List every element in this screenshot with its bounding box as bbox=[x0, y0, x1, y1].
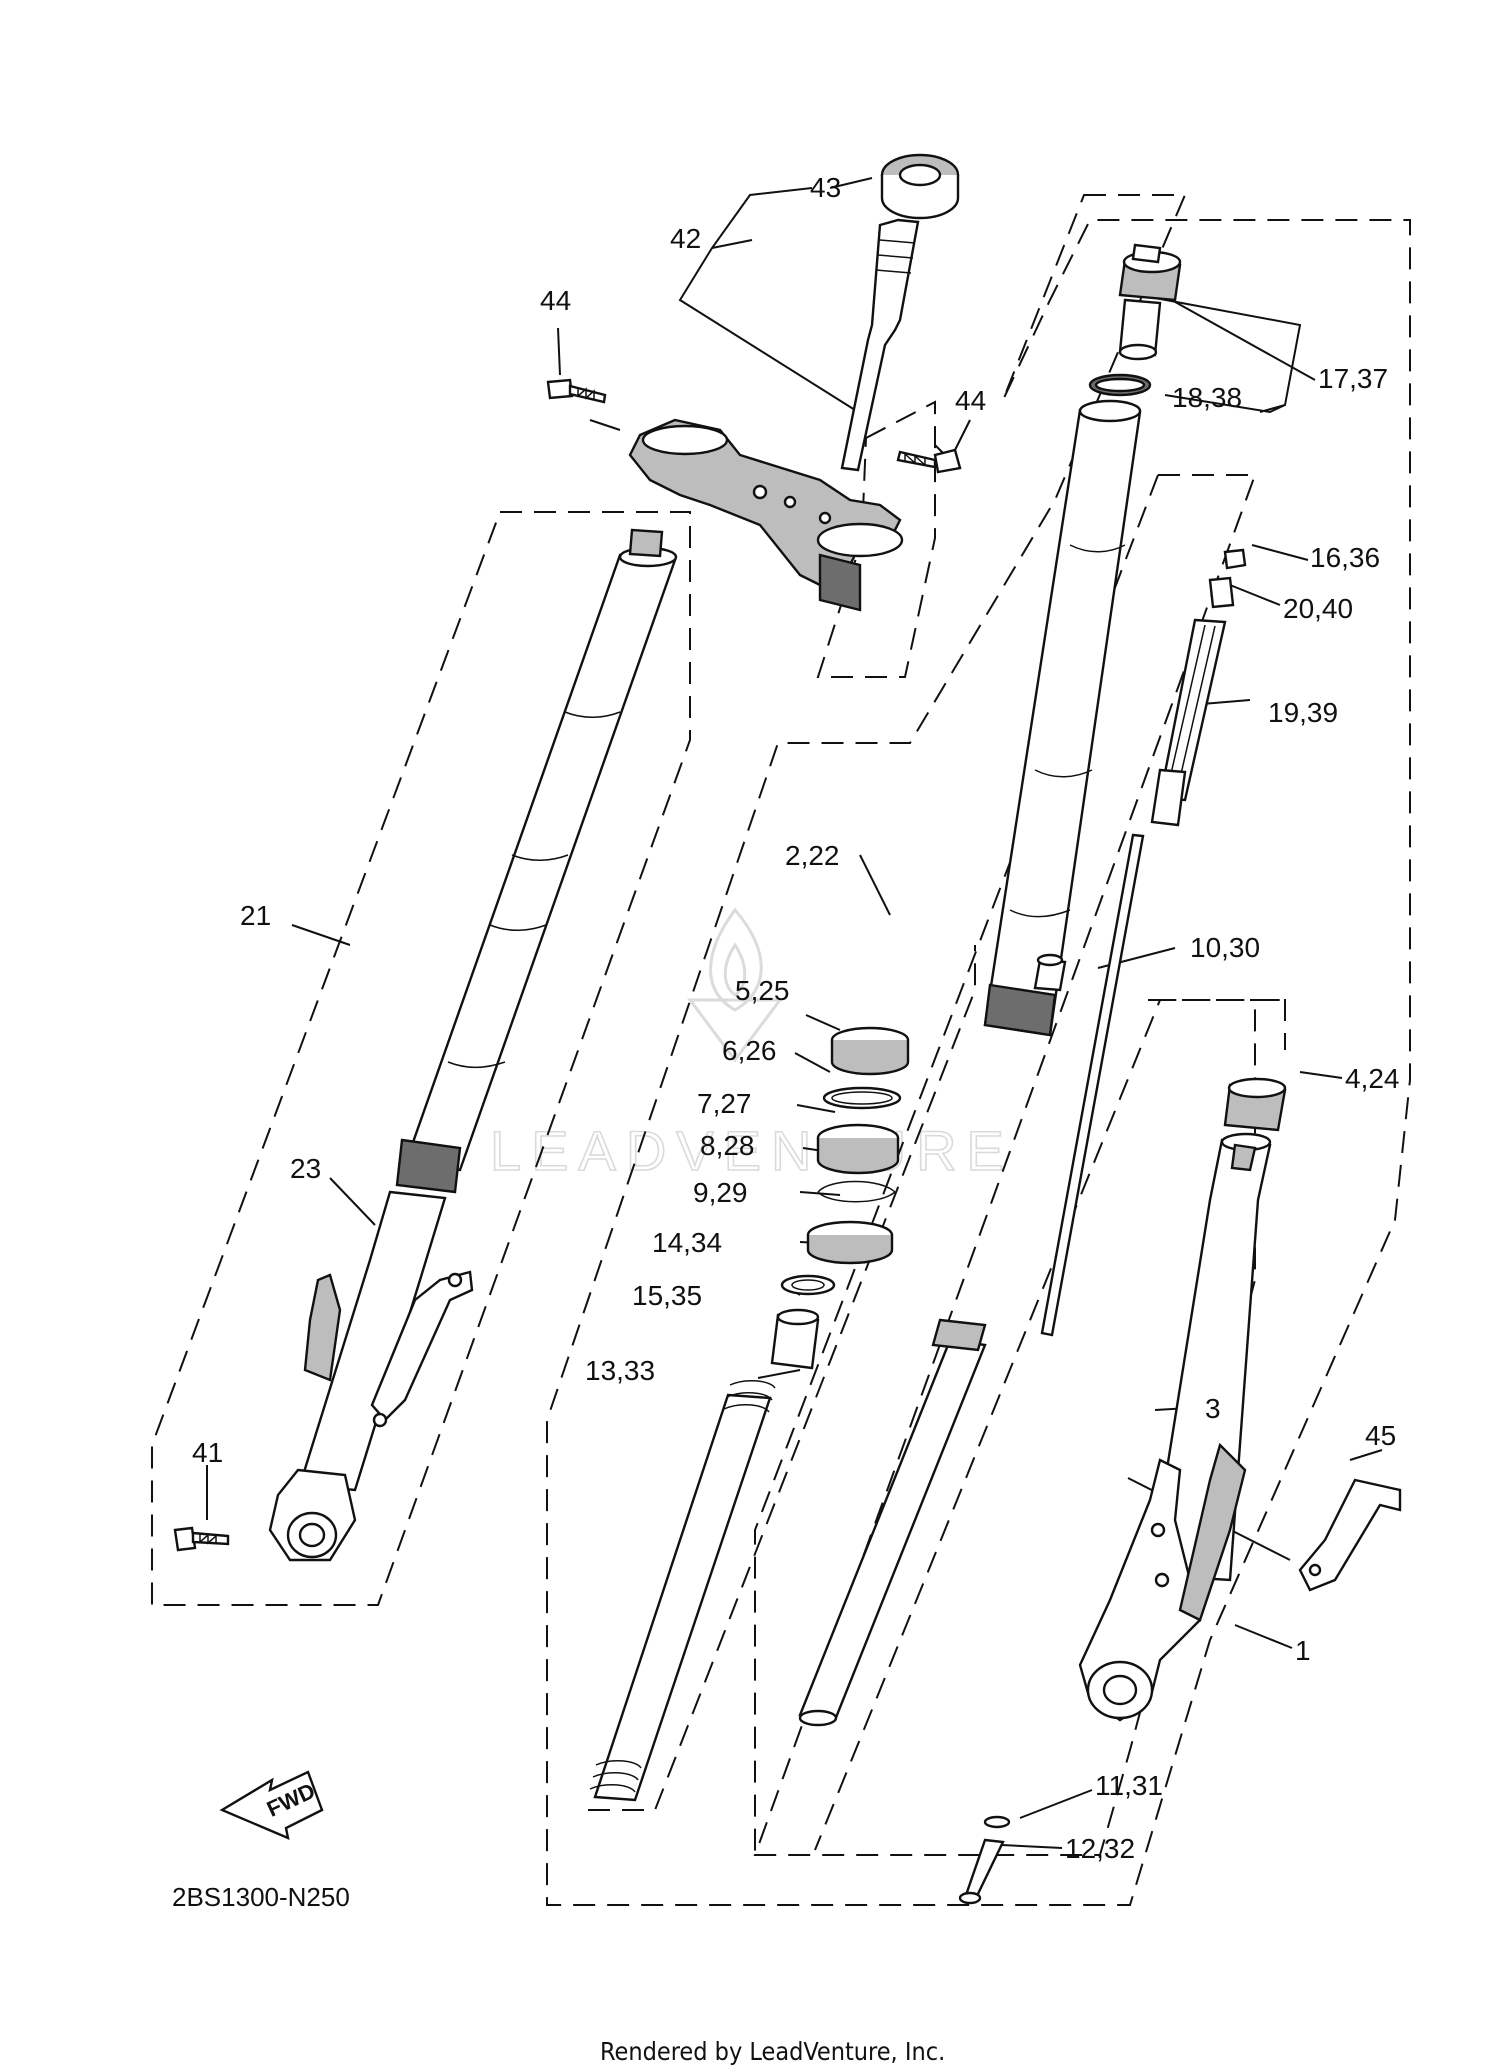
part-18-o-ring bbox=[1088, 373, 1152, 397]
part-23-outer-tube bbox=[268, 1190, 474, 1562]
callout-43: 43 bbox=[810, 172, 841, 203]
callout-14-34: 14,34 bbox=[652, 1227, 722, 1258]
part-8-28-clip bbox=[817, 1180, 897, 1203]
part-15-35-bushing bbox=[770, 1308, 820, 1370]
part-45-bracket bbox=[1298, 1478, 1402, 1592]
watermark-logo-icon bbox=[687, 907, 783, 1063]
callout-21: 21 bbox=[240, 900, 271, 931]
callout-19-39: 19,39 bbox=[1268, 697, 1338, 728]
part-17-fork-cap bbox=[1118, 243, 1182, 361]
callout-45: 45 bbox=[1365, 1420, 1396, 1451]
part-41-bolt bbox=[173, 1526, 230, 1552]
callout-9-29: 9,29 bbox=[693, 1177, 748, 1208]
watermark-text: LEADVENTURE bbox=[490, 1119, 1014, 1182]
part-5-25-seal bbox=[830, 1026, 910, 1076]
part-2-22-inner-tube bbox=[983, 399, 1142, 1037]
group-outline-3 bbox=[1148, 999, 1286, 1050]
part-44-bolt-left bbox=[546, 378, 607, 404]
callout-42: 42 bbox=[670, 223, 701, 254]
part-13-33-spring bbox=[589, 1380, 776, 1802]
part-10-30-damper-rod bbox=[1033, 833, 1145, 1337]
callout-23: 23 bbox=[290, 1153, 321, 1184]
callout-12-32: 12,32 bbox=[1065, 1833, 1135, 1864]
part-3-outer-tube bbox=[1078, 1132, 1272, 1722]
callout-41: 41 bbox=[192, 1437, 223, 1468]
callout-11-31: 11,31 bbox=[1095, 1770, 1163, 1801]
callout-7-27: 7,27 bbox=[697, 1088, 752, 1119]
part-7-27-oil-seal bbox=[816, 1123, 900, 1175]
callout-18-38: 18,38 bbox=[1172, 382, 1242, 413]
callout-4-24: 4,24 bbox=[1345, 1063, 1400, 1094]
group-outline-21 bbox=[151, 511, 691, 1606]
callout-44-right: 44 bbox=[955, 385, 986, 416]
footer-credit: Rendered by LeadVenture, Inc. bbox=[600, 2037, 945, 2066]
group-outline-2-22 bbox=[546, 194, 1411, 1906]
callout-5-25: 5,25 bbox=[735, 975, 790, 1006]
part-lower-bracket bbox=[628, 418, 904, 612]
part-14-34-ring bbox=[780, 1274, 836, 1296]
part-19-cartridge bbox=[1150, 618, 1227, 827]
group-outline-13 bbox=[588, 945, 976, 1811]
callout-labels: 43 42 44 44 17,37 18,38 16,36 20,40 19,3… bbox=[192, 172, 1400, 1864]
part-11-washer bbox=[983, 1815, 1011, 1829]
watermark: LEADVENTURE bbox=[489, 907, 1014, 1183]
callout-2-22: 2,22 bbox=[785, 840, 840, 871]
part-20-spacer bbox=[1208, 576, 1235, 609]
callout-6-26: 6,26 bbox=[722, 1035, 777, 1066]
callout-8-28: 8,28 bbox=[700, 1130, 755, 1161]
part-21-fork-assembly bbox=[395, 528, 678, 1194]
part-44-bolt-right bbox=[896, 448, 962, 474]
callout-10-30: 10,30 bbox=[1190, 932, 1260, 963]
part-42-steering-stem bbox=[840, 218, 920, 472]
callout-13-33: 13,33 bbox=[585, 1355, 655, 1386]
callout-1: 1 bbox=[1295, 1635, 1311, 1666]
callout-20-40: 20,40 bbox=[1283, 593, 1353, 624]
part-9-29-washer bbox=[806, 1220, 894, 1265]
callout-16-36: 16,36 bbox=[1310, 542, 1380, 573]
part-43-bearing bbox=[880, 153, 960, 220]
part-damper-cylinder bbox=[798, 1318, 987, 1727]
callout-15-35: 15,35 bbox=[632, 1280, 702, 1311]
part-16-nut bbox=[1223, 548, 1247, 570]
fwd-arrow-icon: FWD bbox=[219, 1770, 324, 1840]
callout-3: 3 bbox=[1205, 1393, 1221, 1424]
callout-17-37: 17,37 bbox=[1318, 363, 1388, 394]
diagram-code: 2BS1300-N250 bbox=[172, 1882, 350, 1912]
part-6-26-clip bbox=[822, 1086, 902, 1110]
callout-44-left: 44 bbox=[540, 285, 571, 316]
part-4-24-bushing bbox=[1223, 1077, 1287, 1132]
part-12-bolt bbox=[958, 1838, 1005, 1905]
